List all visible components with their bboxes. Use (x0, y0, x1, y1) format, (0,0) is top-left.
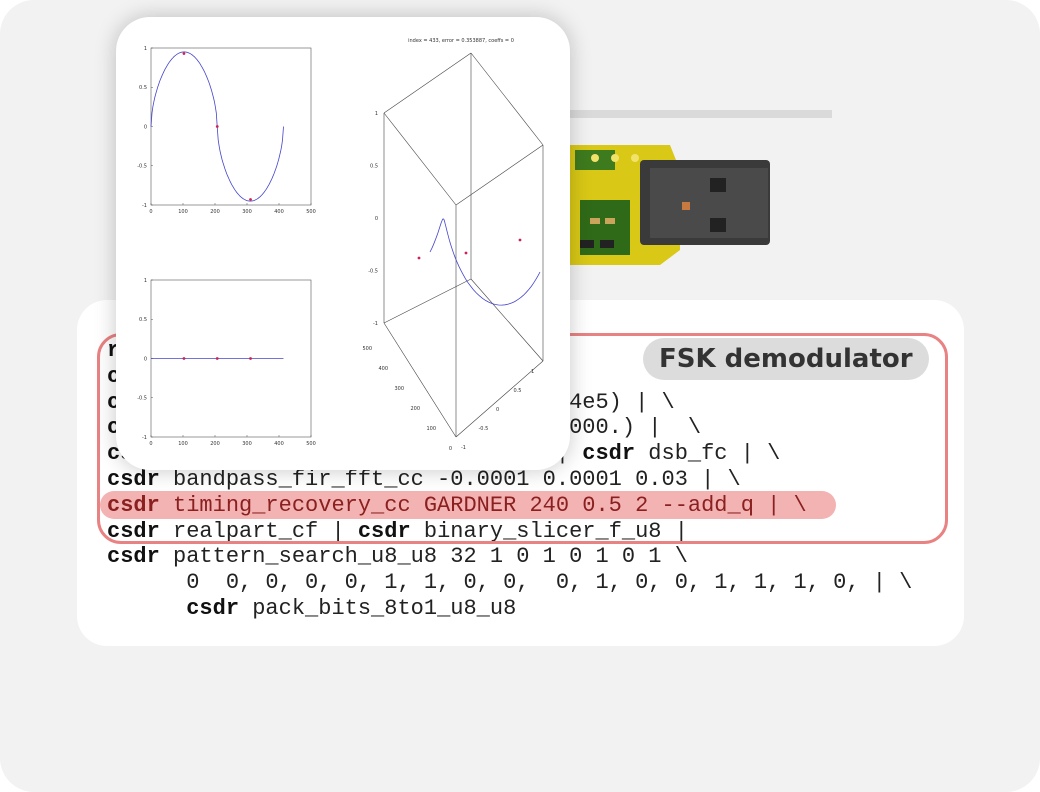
command-pipeline: r \cc 000./24e5) | \c 00/240000.) | \csd… (107, 338, 912, 622)
bottom-left-marker (215, 357, 219, 360)
code-command: csdr (582, 441, 636, 467)
code-text: realpart_cf | (159, 518, 358, 544)
code-line-7-highlighted: csdr timing_recovery_cc GARDNER 240 0.5 … (107, 493, 912, 519)
top-left-plot-ytick-label: -0.5 (137, 164, 147, 170)
bottom-left-marker (249, 357, 252, 360)
plot-3d-box-edge (455, 144, 544, 206)
plot-3d-box-edge (470, 278, 544, 362)
plot-3d-curve (429, 218, 541, 306)
code-line-10: 0 0, 0, 0, 0, 1, 1, 0, 0, 0, 1, 0, 0, 1,… (107, 570, 912, 596)
top-left-plot-ytick-label: -1 (142, 203, 147, 209)
code-text: dsb_fc | \ (635, 441, 781, 467)
bottom-left-plot-ytick-label: -1 (142, 435, 147, 441)
plot-3d-ytick-label: 1 (531, 369, 534, 375)
code-text (107, 596, 186, 621)
plot-3d-marker (518, 238, 522, 242)
top-left-plot-ytick-label: 0.5 (139, 85, 147, 91)
code-text: bandpass_fir_fft_cc -0.0001 0.0001 0.03 … (159, 466, 741, 492)
bottom-left-marker (182, 357, 186, 360)
code-text: binary_slicer_f_u8 | (410, 518, 688, 544)
bottom-left-plot-ytick-label: 1 (144, 278, 147, 284)
code-command: csdr (186, 595, 240, 621)
plot-3d-ztick-label: 1 (375, 111, 378, 117)
plot-3d-box-edge (470, 52, 544, 146)
plot-3d-box-edge (383, 112, 457, 206)
code-text: pack_bits_8to1_u8_u8 (239, 595, 517, 621)
bottom-left-plot-ytick-label: -0.5 (137, 396, 147, 402)
plot-3d-xtick-label: 500 (362, 346, 372, 352)
plot-3d-box-edge (383, 52, 472, 114)
top-left-plot-ytick-label: 0 (144, 124, 147, 130)
top-left-plot-xtick-label: 500 (306, 209, 316, 215)
highlighted-line-background (100, 491, 836, 519)
top-left-marker (215, 125, 219, 128)
code-text: 0 0, 0, 0, 0, 1, 1, 0, 0, 0, 1, 0, 0, 1,… (107, 570, 913, 596)
plot-3d-box-edge (455, 360, 544, 438)
code-command: csdr (107, 544, 160, 570)
top-left-marker (249, 198, 252, 201)
bottom-left-plot-ytick-label: 0 (144, 356, 147, 362)
code-command: csdr (107, 466, 160, 492)
plot-3d-box-edge (383, 322, 457, 438)
bottom-left-plot-xtick-label: 500 (306, 441, 316, 447)
top-left-marker (182, 52, 186, 55)
top-left-plot-xtick-label: 0 (149, 209, 152, 215)
bottom-left-plot-xtick-label: 100 (178, 441, 188, 447)
code-command: csdr (107, 492, 160, 518)
plot-3d-box-edge (383, 278, 472, 324)
code-line-6: csdr bandpass_fir_fft_cc -0.0001 0.0001 … (107, 467, 912, 493)
plot-3d-marker (464, 251, 468, 255)
plot-3d-xtick-label: 100 (426, 426, 436, 432)
plot-3d-marker (417, 256, 421, 260)
plot-3d-ztick-label: 0 (375, 216, 378, 222)
plot-3d-ytick-label: 0.5 (514, 388, 522, 394)
bottom-left-plot-xtick-label: 200 (210, 441, 220, 447)
plot-3d-ztick-label: -1 (373, 321, 378, 327)
fsk-demodulator-label: FSK demodulator (643, 338, 929, 380)
bottom-left-plot-ytick-label: 0.5 (139, 317, 147, 323)
plot-3d-ztick-label: 0.5 (370, 164, 378, 170)
code-command: csdr (357, 518, 411, 544)
top-left-plot-xtick-label: 200 (210, 209, 220, 215)
plot-3d-xtick-label: 200 (410, 406, 420, 412)
top-left-plot-axes-box (150, 47, 312, 206)
plot-3d-xtick-label: 300 (394, 386, 404, 392)
code-line-9: csdr pattern_search_u8_u8 32 1 0 1 0 1 0… (107, 544, 912, 570)
plot-3d-ytick-label: 0 (496, 407, 499, 413)
code-text: timing_recovery_cc GARDNER 240 0.5 2 --a… (159, 492, 807, 518)
bottom-left-plot-xtick-label: 300 (242, 441, 252, 447)
bottom-left-plot-xtick-label: 400 (274, 441, 284, 447)
code-line-8: csdr realpart_cf | csdr binary_slicer_f_… (107, 519, 912, 545)
plot-3d-title: index = 433, error = 0.353887, coeffs = … (408, 38, 514, 44)
top-left-plot-xtick-label: 300 (242, 209, 252, 215)
plot-3d-ztick-label: -0.5 (368, 269, 378, 275)
code-line-11: csdr pack_bits_8to1_u8_u8 (107, 596, 912, 622)
top-left-plot-xtick-label: 400 (274, 209, 284, 215)
plot-3d-ytick-label: -1 (461, 445, 466, 451)
bottom-left-plot-xtick-label: 0 (149, 441, 152, 447)
top-left-plot-ytick-label: 1 (144, 46, 147, 52)
usb-dongle-image (560, 110, 832, 265)
plot-3d-xtick-label: 400 (378, 366, 388, 372)
top-left-plot-xtick-label: 100 (178, 209, 188, 215)
code-text: pattern_search_u8_u8 32 1 0 1 0 1 0 1 \ (159, 544, 688, 570)
plot-3d-ytick-label: -0.5 (479, 426, 489, 432)
plot-3d-xtick-label: 0 (449, 446, 452, 452)
